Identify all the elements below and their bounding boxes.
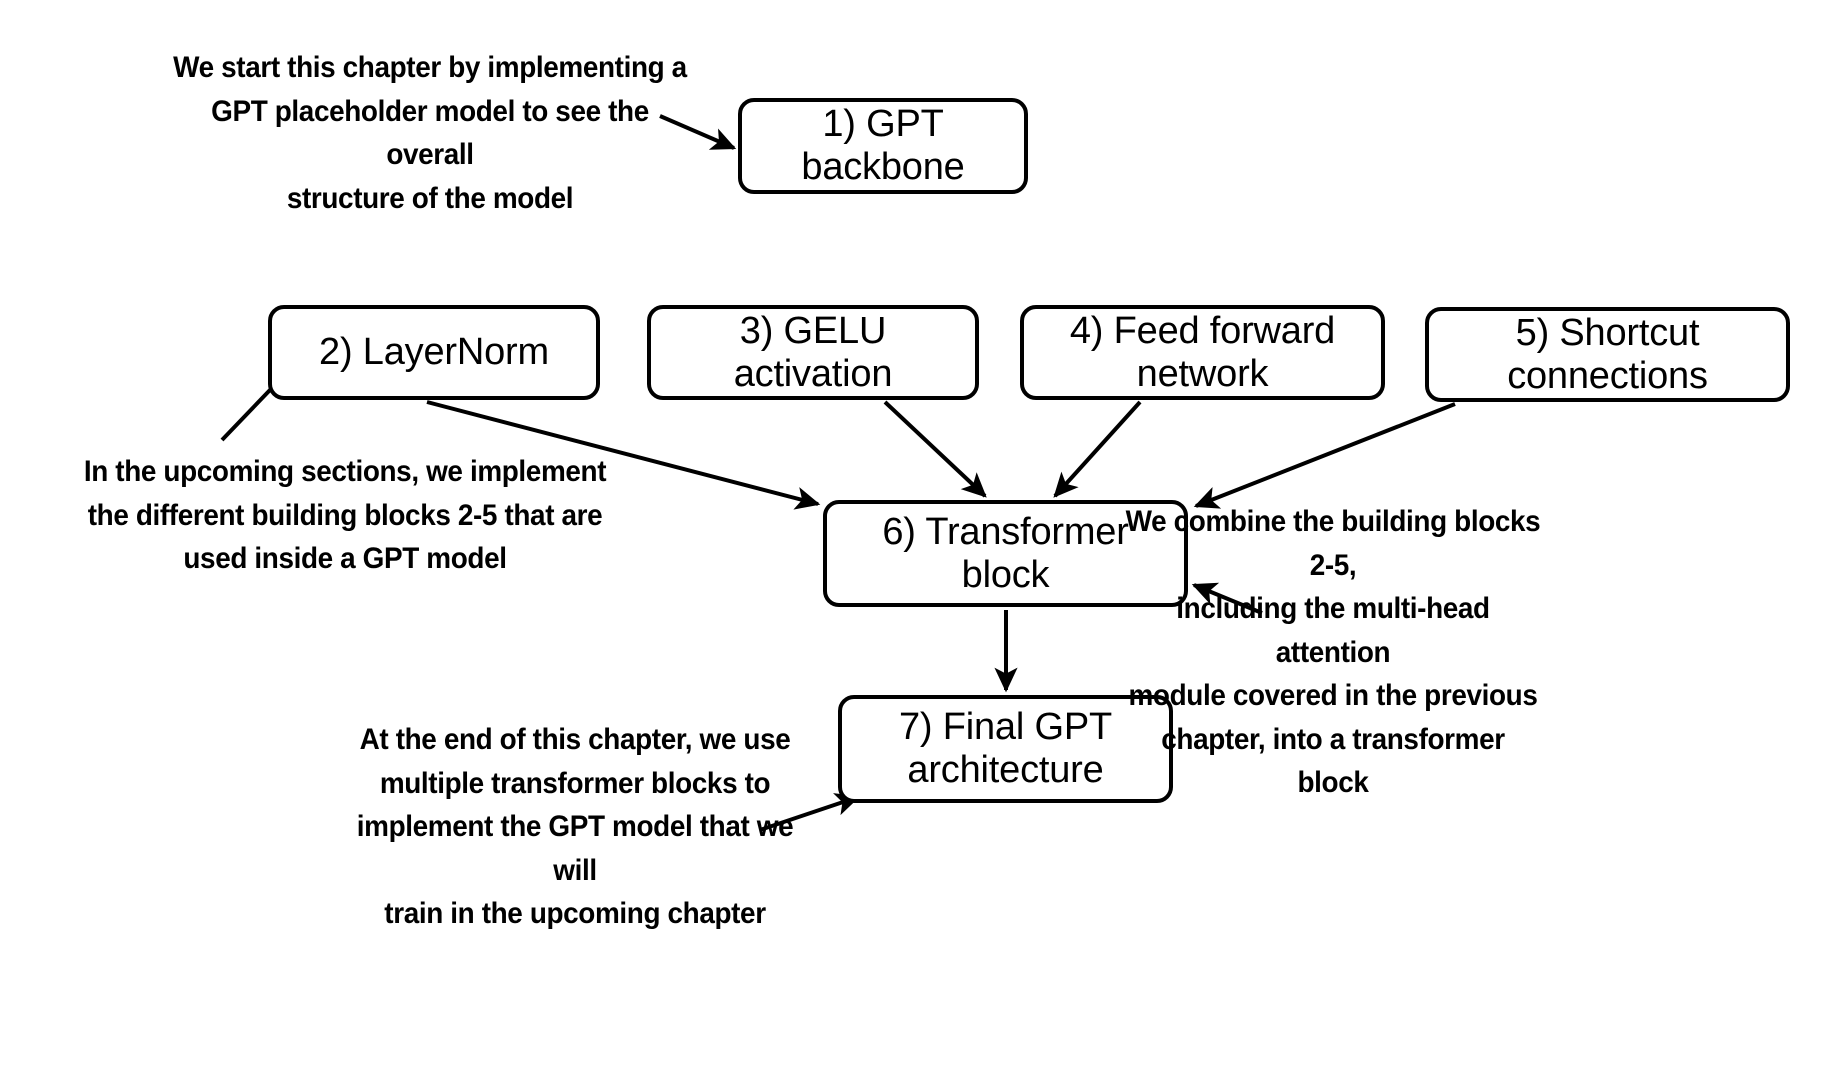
node-feed-forward-network[interactable]: 4) Feed forward network — [1020, 305, 1385, 400]
annotation-final-model: At the end of this chapter, we use multi… — [356, 723, 794, 930]
node-layernorm[interactable]: 2) LayerNorm — [268, 305, 600, 400]
connector-feed-forward-network-to-transformer-block — [1053, 400, 1142, 498]
node-shortcut-connections[interactable]: 5) Shortcut connections — [1425, 307, 1790, 402]
annotation-gpt-backbone: We start this chapter by implementing a … — [173, 51, 687, 215]
annotation-building-blocks: In the upcoming sections, we implement t… — [83, 455, 607, 575]
connector-shortcut-connections-to-transformer-block — [1193, 402, 1456, 509]
node-gpt-backbone[interactable]: 1) GPT backbone — [738, 98, 1028, 194]
node-transformer-block[interactable]: 6) Transformer block — [823, 500, 1188, 607]
connector-gelu-activation-to-transformer-block — [883, 400, 987, 498]
annotation-combine-blocks: We combine the building blocks 2-5, incl… — [1125, 505, 1541, 799]
node-final-gpt-architecture[interactable]: 7) Final GPT architecture — [838, 695, 1173, 803]
node-gelu-activation[interactable]: 3) GELU activation — [647, 305, 979, 400]
